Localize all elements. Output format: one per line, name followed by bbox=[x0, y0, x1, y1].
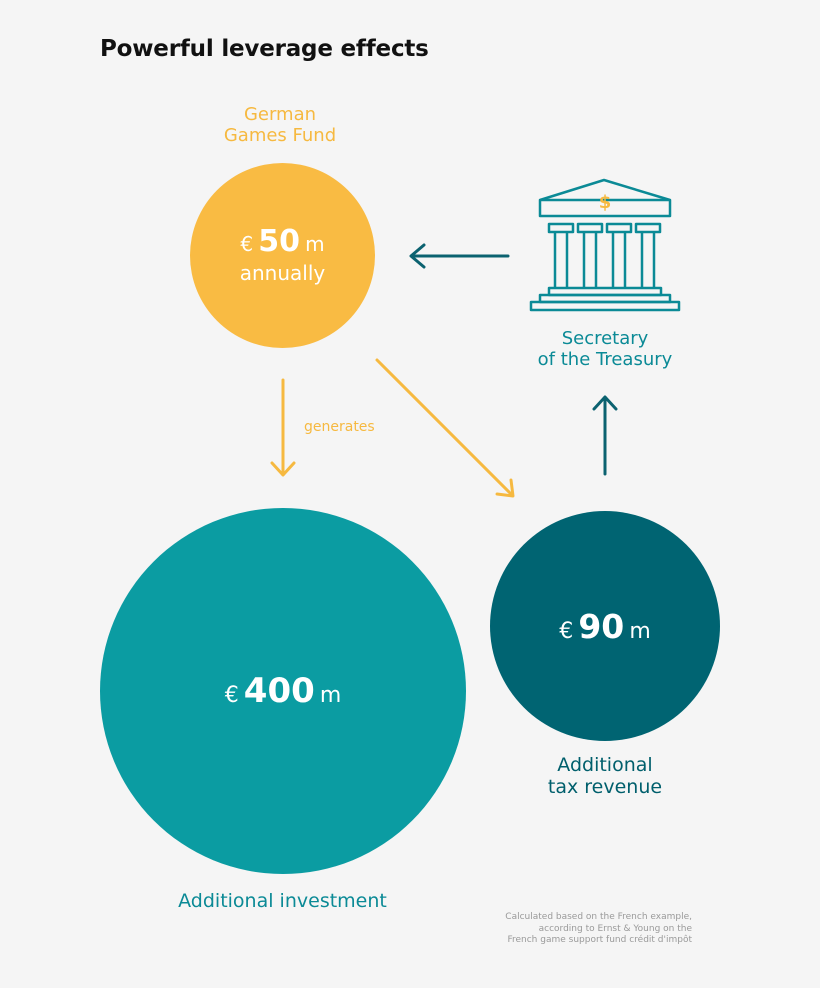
investment-circle: € 400 m bbox=[100, 508, 466, 874]
dollar-sign-icon: $ bbox=[599, 192, 612, 213]
footnote-line3: French game support fund crédit d'impôt bbox=[507, 935, 692, 946]
fund-unit: m bbox=[305, 231, 325, 256]
treasury-to-fund-arrow bbox=[409, 243, 510, 269]
tax-amount: € 90 m bbox=[559, 610, 651, 643]
fund-to-tax-arrow bbox=[375, 358, 515, 498]
fund-label-line1: German bbox=[243, 104, 317, 125]
fund-period: annually bbox=[239, 260, 326, 285]
fund-label-line2: Games Fund bbox=[223, 125, 337, 147]
investment-amount: € 400 m bbox=[225, 674, 342, 708]
investment-currency: € bbox=[224, 683, 239, 708]
tax-circle: € 90 m bbox=[490, 511, 720, 741]
treasury-label-line1: Secretary bbox=[561, 328, 649, 349]
footnote-line2: according to Ernst & Young on the bbox=[538, 923, 692, 934]
footnote: Calculated based on the French example, … bbox=[430, 912, 692, 947]
treasury-label-line2: of the Treasury bbox=[537, 349, 673, 371]
generates-label: generates bbox=[304, 419, 375, 435]
tax-label: Additional tax revenue bbox=[500, 754, 710, 799]
tax-to-treasury-arrow bbox=[592, 395, 618, 476]
tax-currency: € bbox=[559, 618, 574, 644]
tax-amount-value: 90 bbox=[578, 606, 625, 646]
fund-to-investment-arrow bbox=[270, 378, 296, 477]
fund-currency: € bbox=[240, 231, 254, 256]
fund-amount-value: 50 bbox=[258, 223, 300, 259]
fund-circle: € 50 m annually bbox=[190, 163, 375, 348]
footnote-line1: Calculated based on the French example, bbox=[505, 912, 692, 922]
investment-unit: m bbox=[319, 683, 342, 708]
page-title: Powerful leverage effects bbox=[100, 36, 429, 62]
investment-amount-value: 400 bbox=[243, 671, 315, 711]
investment-label: Additional investment bbox=[178, 890, 387, 912]
fund-label: German Games Fund bbox=[180, 104, 380, 146]
tax-label-line2: tax revenue bbox=[547, 776, 663, 799]
fund-amount: € 50 m bbox=[240, 223, 325, 259]
tax-label-line1: Additional bbox=[557, 754, 653, 776]
tax-unit: m bbox=[629, 618, 651, 644]
bank-building-icon bbox=[529, 178, 681, 312]
treasury-label: Secretary of the Treasury bbox=[490, 328, 720, 370]
